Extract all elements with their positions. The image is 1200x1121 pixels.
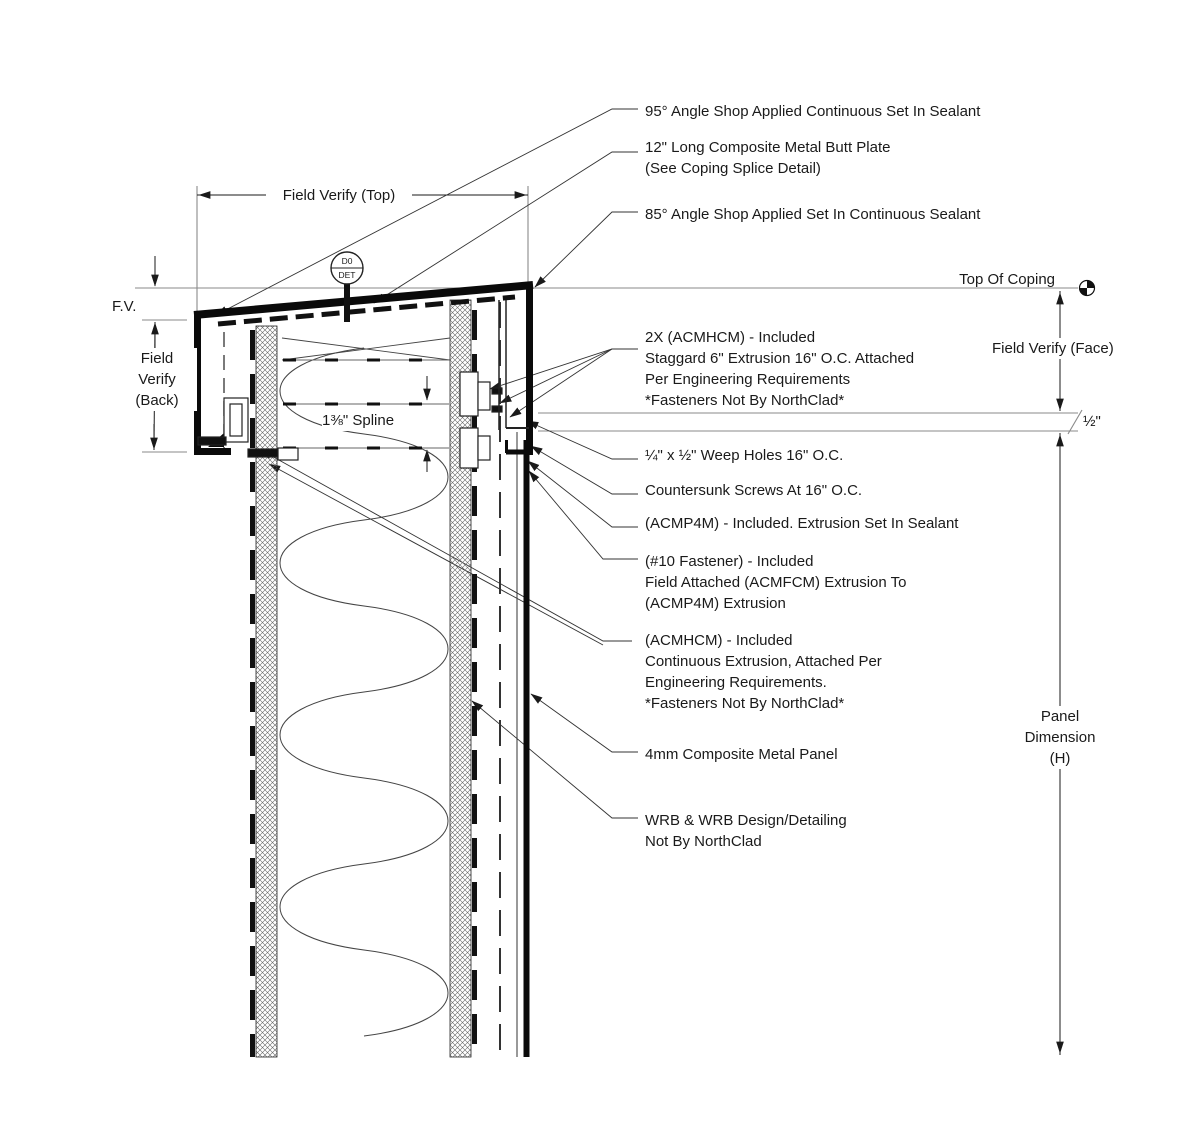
annotation-sealant-85: 85° Angle Shop Applied Set In Continuous…: [645, 206, 981, 223]
annotation-butt-plate: 12" Long Composite Metal Butt Plate (See…: [645, 137, 890, 179]
annotation-line: *Fasteners Not By NorthClad*: [645, 695, 845, 712]
detail-bubble-bottom: DET: [338, 270, 356, 280]
dimension-line-text: Verify: [138, 371, 176, 388]
annotation-line: (ACMP4M) Extrusion: [645, 595, 786, 612]
level-datum-icon: [1078, 279, 1096, 297]
extrusion-clips: [197, 300, 529, 469]
back-sheathing: [255, 325, 278, 1058]
annotation-line: (ACMHCM) - Included: [645, 632, 793, 649]
butt-plate: [217, 294, 516, 327]
detail-bubble-graphic: [330, 251, 364, 322]
annotation-line: Engineering Requirements.: [645, 674, 827, 691]
coping-cap: [193, 281, 534, 455]
dimension-half-inch: ½": [1083, 413, 1101, 430]
annotation-line: 12" Long Composite Metal Butt Plate: [645, 139, 891, 156]
label-top-of-coping: Top Of Coping: [959, 271, 1055, 288]
annotation-line: (#10 Fastener) - Included: [645, 553, 814, 570]
dimension-field-verify-face: Field Verify (Face): [992, 338, 1114, 359]
detail-bubble-top: D0: [341, 256, 353, 266]
annotation-extrusion-2x: 2X (ACMHCM) - Included Staggard 6" Extru…: [645, 327, 914, 411]
dimension-spline: 1⅜" Spline: [322, 410, 395, 431]
dimension-line-text: Panel: [1040, 708, 1080, 725]
dimension-lines: [150, 191, 1064, 1055]
annotation-wrb: WRB & WRB Design/Detailing Not By NorthC…: [645, 810, 847, 852]
annotation-line: Not By NorthClad: [645, 833, 762, 850]
annotation-fastener-10: (#10 Fastener) - Included Field Attached…: [645, 551, 906, 614]
dimension-fv: F.V.: [112, 298, 137, 315]
annotation-line: (See Coping Splice Detail): [645, 160, 821, 177]
spline-rails: [283, 358, 449, 450]
dimension-field-verify-top: Field Verify (Top): [266, 185, 412, 206]
dimension-field-verify-back: Field Verify (Back): [117, 348, 197, 411]
annotation-line: WRB & WRB Design/Detailing: [645, 812, 847, 829]
annotation-line: Staggard 6" Extrusion 16" O.C. Attached: [645, 350, 915, 367]
annotation-sealant-95: 95° Angle Shop Applied Continuous Set In…: [645, 103, 981, 120]
extension-lines: [135, 186, 1083, 453]
coping-top: [193, 281, 534, 319]
annotation-countersunk: Countersunk Screws At 16" O.C.: [645, 482, 863, 499]
annotation-panel-4mm: 4mm Composite Metal Panel: [645, 746, 838, 763]
annotation-line: 2X (ACMHCM) - Included: [645, 329, 816, 346]
batt-insulation: [279, 347, 449, 1037]
dimension-line-text: Dimension: [1024, 729, 1096, 746]
annotation-line: *Fasteners Not By NorthClad*: [645, 392, 845, 409]
dimension-line-text: (Back): [135, 392, 179, 409]
annotation-line: Continuous Extrusion, Attached Per: [645, 653, 882, 670]
dimension-line-text: Field: [140, 350, 174, 367]
dimension-line-text: (H): [1049, 750, 1071, 767]
dimension-panel-dimension: Panel Dimension (H): [1014, 706, 1106, 769]
annotation-line: Per Engineering Requirements: [645, 371, 851, 388]
annotation-acmhcm-continuous: (ACMHCM) - Included Continuous Extrusion…: [645, 630, 882, 714]
wall-section: [250, 299, 530, 1058]
annotation-acmp4m: (ACMP4M) - Included. Extrusion Set In Se…: [645, 515, 959, 532]
annotation-line: Field Attached (ACMFCM) Extrusion To: [645, 574, 907, 591]
annotation-weep-holes: ¼" x ½" Weep Holes 16" O.C.: [645, 447, 844, 464]
